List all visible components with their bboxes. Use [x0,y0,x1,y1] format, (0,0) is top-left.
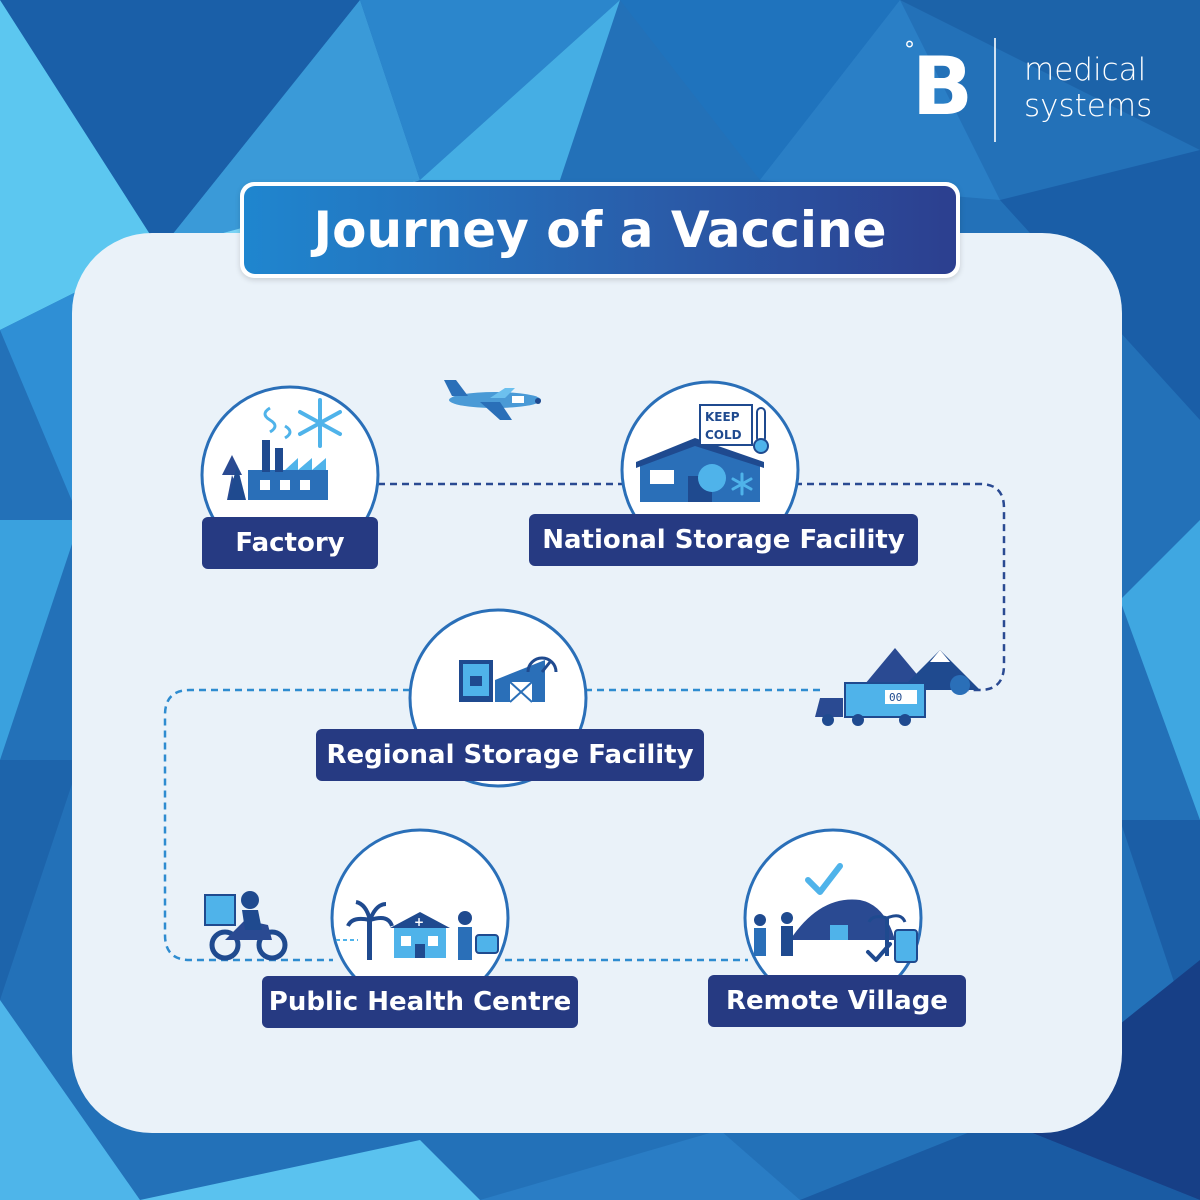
stage-label-factory: Factory [202,517,378,569]
logo-degree-mark: ° [904,38,915,63]
keep-cold-line2: COLD [705,428,742,442]
mountains-icon [860,648,980,695]
truck-display: 00 [889,691,902,704]
factory-icon [222,406,328,500]
logo-letter: B [912,40,973,133]
airplane-icon [444,380,541,420]
checkmark-icon [805,863,843,895]
storage-building-icon [495,660,545,703]
title-banner: Journey of a Vaccine [240,182,960,278]
logo-divider [994,38,996,142]
brand-name: medical systems [1024,52,1152,124]
brand-name-line1: medical [1024,52,1147,88]
truck-icon: 00 [815,682,926,726]
gauge-icon [526,656,558,673]
stage-label-national-storage: National Storage Facility [529,514,918,566]
village-scene-icon [754,899,918,963]
keep-cold-line1: KEEP [705,410,740,424]
route-path-lower [163,688,820,962]
stage-label-remote-village: Remote Village [708,975,966,1027]
keep-cold-sign: KEEP COLD [699,404,753,446]
stage-label-regional-storage: Regional Storage Facility [316,729,704,781]
title-banner-inner: Journey of a Vaccine [244,186,956,274]
snowflake-icon [298,398,342,448]
clinic-building-icon: + [390,912,450,958]
fridge-icon [459,660,493,702]
nurse-icon [458,911,499,960]
thermometer-icon [753,407,769,454]
checkmark-small-icon [866,942,892,962]
route-path [378,482,1006,692]
stage-label-public-health-centre: Public Health Centre [262,976,578,1028]
motorbike-courier-icon [204,891,288,961]
svg-text:+: + [414,915,424,929]
page-title: Journey of a Vaccine [313,201,887,259]
brand-logo: ° B medical systems [900,38,1170,148]
palm-tree-icon [346,900,394,960]
brand-name-line2: systems [1024,88,1153,124]
snowflake-small-icon [731,472,753,496]
